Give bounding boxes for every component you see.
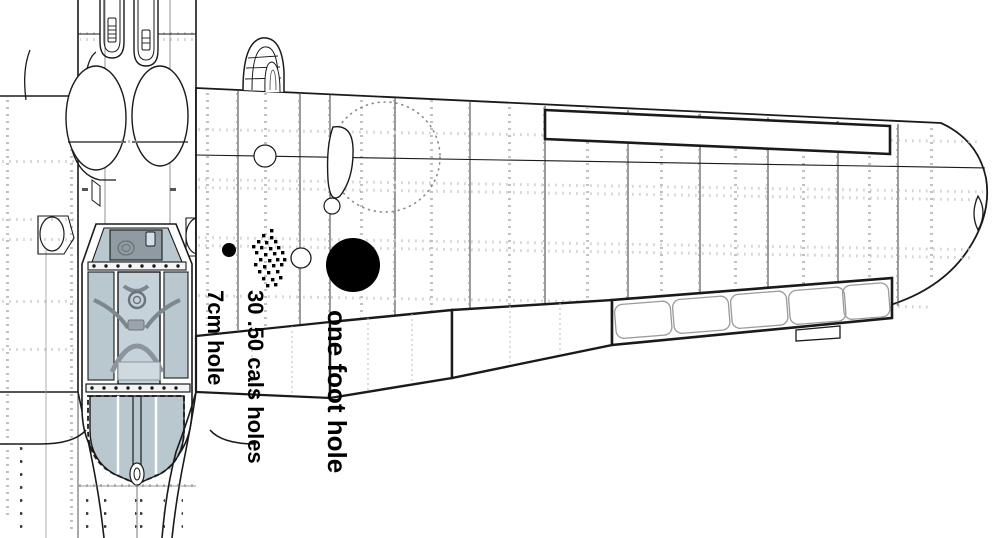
inboard-flap: [194, 298, 614, 400]
annotation-one-foot-hole: one foot hole: [321, 310, 352, 473]
intake-scoop: [242, 37, 285, 93]
fifty-cal-hole-cluster: [252, 229, 287, 288]
one-foot-hole-marker: [326, 238, 380, 292]
nose-gun-ports: [99, 0, 159, 67]
right-wing: [194, 37, 989, 400]
engine-nacelles: [24, 49, 189, 181]
annotation-7cm-hole-text: 7cm hole: [203, 290, 228, 386]
navigation-light: [973, 194, 984, 232]
cockpit-canopy: [81, 223, 193, 486]
left-wing-stub: [0, 95, 86, 538]
damage-markers: [222, 229, 380, 292]
annotation-one-foot-hole-text: one foot hole: [322, 310, 352, 474]
trim-tab: [795, 325, 841, 342]
seven-cm-hole-marker: [222, 243, 236, 257]
leading-edge-surface: [543, 108, 892, 156]
aileron: [610, 276, 894, 347]
fuselage: [24, 0, 221, 538]
annotation-50cal-holes-text: 30 .50 cals holes: [243, 290, 268, 464]
annotation-50cal-holes: 30 .50 cals holes: [242, 290, 268, 464]
fuel-tank-outline: [329, 101, 441, 213]
annotation-7cm-hole: 7cm hole: [202, 290, 228, 385]
